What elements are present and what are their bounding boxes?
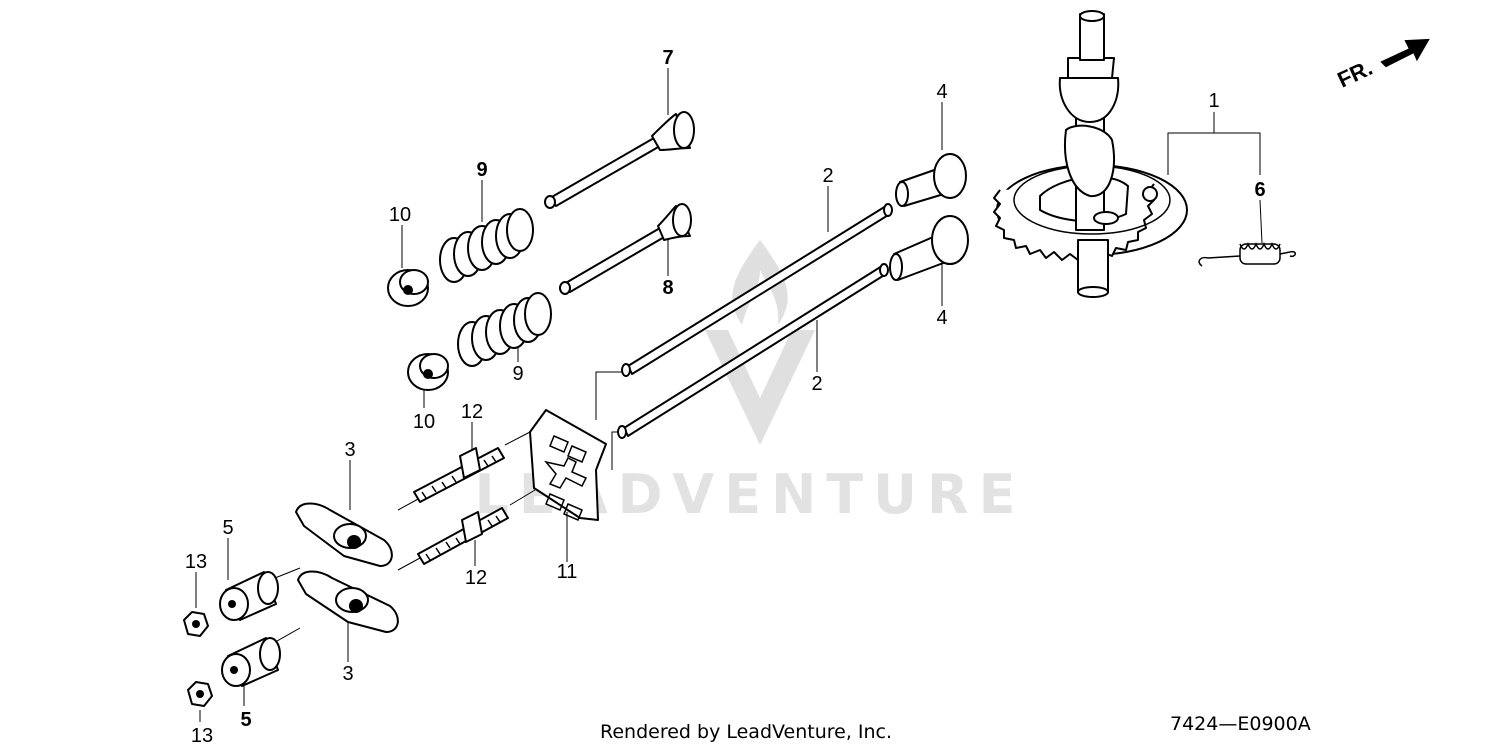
diagram-code: 7424—E0900A (1170, 713, 1311, 735)
callout-12-lower: 12 (465, 567, 487, 589)
rocker-stud-lower (417, 507, 509, 565)
rocker-arm-upper (295, 502, 393, 567)
rocker-pivot-upper (219, 571, 279, 621)
callout-11: 11 (557, 561, 578, 583)
camshaft-gear (993, 10, 1188, 298)
callouts: 1 2 2 3 3 4 4 5 5 6 7 8 9 9 10 10 11 12 … (185, 47, 1266, 747)
cam-spring (1198, 241, 1296, 267)
pushrod-lower (617, 263, 889, 439)
valve-spring-lower (457, 292, 552, 367)
callout-5-lower: 5 (240, 709, 251, 731)
callout-9-upper: 9 (476, 159, 487, 181)
callout-5-upper: 5 (222, 517, 233, 539)
callout-2-upper: 2 (822, 165, 833, 187)
valve-intake (544, 111, 695, 209)
callout-12-upper: 12 (461, 401, 483, 423)
front-arrow-icon (1380, 38, 1430, 68)
tappet-upper (895, 153, 967, 207)
tappet-lower (889, 215, 969, 281)
rocker-pivot-lower (221, 637, 281, 687)
lock-nut-lower (187, 681, 213, 707)
callout-3-upper: 3 (344, 439, 355, 461)
pushrod-guide-plate (529, 409, 607, 521)
callout-2-lower: 2 (811, 373, 822, 395)
callout-6: 6 (1254, 179, 1265, 201)
spring-retainer-upper (387, 269, 429, 307)
lock-nut-upper (183, 611, 209, 637)
callout-7: 7 (662, 47, 673, 69)
callout-1: 1 (1208, 90, 1219, 112)
callout-9-lower: 9 (512, 363, 523, 385)
rocker-stud-upper (413, 447, 505, 503)
valve-spring-upper (439, 208, 534, 283)
callout-3-lower: 3 (342, 663, 353, 685)
valve-exhaust (559, 203, 692, 295)
callout-13-upper: 13 (185, 551, 207, 573)
callout-4-lower: 4 (936, 307, 947, 329)
front-direction-marker: FR. (1334, 38, 1430, 93)
rendered-by-credit: Rendered by LeadVenture, Inc. (600, 721, 892, 743)
callout-10-lower: 10 (413, 411, 435, 433)
callout-13-lower: 13 (191, 725, 213, 747)
callout-10-upper: 10 (389, 204, 411, 226)
spring-retainer-lower (407, 353, 449, 391)
pushrod-upper (621, 203, 893, 377)
callout-8: 8 (662, 277, 673, 299)
rocker-arm-lower (297, 570, 399, 633)
front-label: FR. (1334, 55, 1377, 93)
callout-4-upper: 4 (936, 81, 947, 103)
